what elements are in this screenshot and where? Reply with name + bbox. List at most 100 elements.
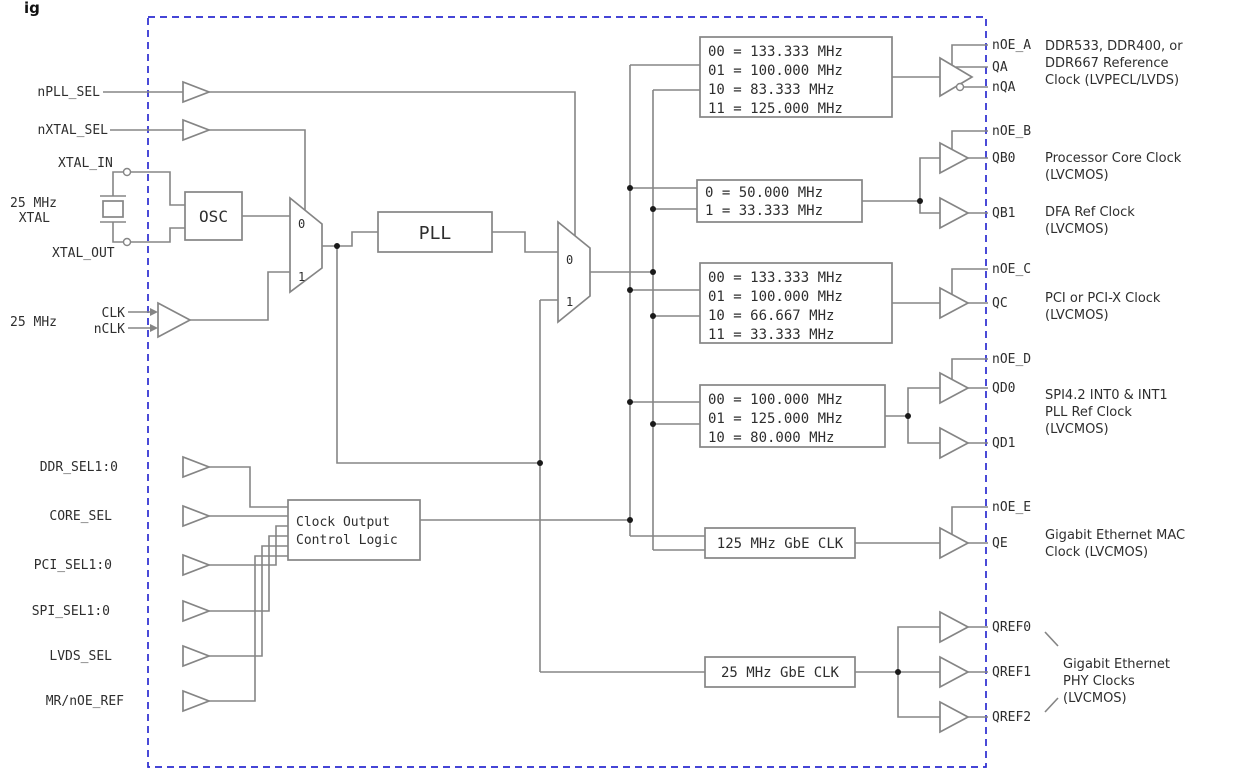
- junction-dots: [334, 185, 923, 675]
- qc-output-buffer-icon: [939, 286, 970, 320]
- output-port-labels: nOE_A QA nQA nOE_B QB0 QB1 nOE_C QC nOE_…: [992, 38, 1031, 725]
- ddr-clock-description: Clock (LVPECL/LVDS): [1045, 73, 1179, 88]
- wiring: [100, 44, 1059, 718]
- core-sel-buffer-icon: [182, 504, 212, 528]
- qb1-output-buffer-icon: [939, 196, 970, 230]
- pci-sel-label: PCI_SEL1:0: [34, 558, 112, 573]
- gbe-phy-clock-label: 25 MHz GbE CLK: [721, 665, 840, 681]
- gbe-phy-description: (LVCMOS): [1063, 691, 1127, 706]
- noe-c-label: nOE_C: [992, 262, 1031, 277]
- qb0-output-buffer-icon: [939, 141, 970, 175]
- lvds-sel-buffer-icon: [182, 644, 212, 668]
- input-labels: nPLL_SEL nXTAL_SEL XTAL_IN XTAL_OUT 25 M…: [10, 85, 125, 709]
- freq-box-a: 00 = 133.333 MHz 01 = 100.000 MHz 10 = 8…: [699, 36, 893, 118]
- xtal-out-label: XTAL_OUT: [52, 246, 115, 261]
- freq-option: 10 = 80.000 MHz: [708, 430, 834, 446]
- freq-option: 1 = 33.333 MHz: [705, 203, 823, 219]
- freq-option: 00 = 100.000 MHz: [708, 392, 843, 408]
- spi-clock-description: SPI4.2 INT0 & INT1: [1045, 388, 1168, 403]
- pll-label: PLL: [419, 223, 452, 244]
- noe-b-label: nOE_B: [992, 124, 1031, 139]
- qref2-output-buffer-icon: [939, 700, 970, 734]
- clock-descriptions: DDR533, DDR400, or DDR667 Reference Cloc…: [1045, 39, 1185, 706]
- freq-option: 01 = 125.000 MHz: [708, 411, 843, 427]
- mr-noe-ref-buffer-icon: [182, 689, 212, 713]
- qd1-output-buffer-icon: [939, 426, 970, 460]
- control-logic-label-line1: Clock Output: [296, 515, 390, 530]
- pll-bypass-mux: [557, 220, 591, 324]
- reference-mux-input0-label: 0: [298, 217, 305, 231]
- lvds-sel-label: LVDS_SEL: [49, 649, 112, 664]
- xtal-in-pad: [122, 167, 132, 177]
- noe-e-label: nOE_E: [992, 500, 1031, 515]
- qb1-label: QB1: [992, 206, 1015, 221]
- clk-arrowhead: [150, 308, 158, 316]
- qa-label: QA: [992, 60, 1008, 75]
- npll-sel-buffer-icon: [182, 80, 212, 104]
- qe-output-buffer-icon: [939, 526, 970, 560]
- reference-mux-input1-label: 1: [298, 270, 305, 284]
- qref1-label: QREF1: [992, 665, 1031, 680]
- ddr-sel-buffer-icon: [182, 455, 212, 479]
- nclk-label: nCLK: [94, 322, 125, 337]
- gbe-phy-description: PHY Clocks: [1063, 674, 1135, 689]
- clk-input-buffer-icon: [157, 301, 192, 339]
- freq-box-d: 00 = 100.000 MHz 01 = 125.000 MHz 10 = 8…: [699, 384, 886, 448]
- qc-label: QC: [992, 296, 1008, 311]
- qe-label: QE: [992, 536, 1008, 551]
- spi-sel-buffer-icon: [182, 599, 212, 623]
- ddr-clock-description: DDR667 Reference: [1045, 56, 1168, 71]
- dfa-clock-description: (LVCMOS): [1045, 222, 1109, 237]
- nxtal-sel-label: nXTAL_SEL: [38, 123, 109, 138]
- freq-box-c: 00 = 133.333 MHz 01 = 100.000 MHz 10 = 6…: [699, 262, 893, 344]
- clk-label: CLK: [102, 306, 126, 321]
- gbe-mac-clock-label: 125 MHz GbE CLK: [717, 536, 844, 552]
- chip-boundary: [147, 16, 987, 768]
- xtal-in-label: XTAL_IN: [58, 156, 113, 171]
- reference-mux: [289, 196, 323, 294]
- qref0-label: QREF0: [992, 620, 1031, 635]
- freq-option: 10 = 66.667 MHz: [708, 308, 834, 324]
- nqa-inversion-bubble: [955, 82, 965, 92]
- core-clock-description: Processor Core Clock: [1045, 151, 1182, 166]
- pci-clock-description: (LVCMOS): [1045, 308, 1109, 323]
- freq-box-b: 0 = 50.000 MHz 1 = 33.333 MHz: [696, 179, 863, 223]
- freq-option: 0 = 50.000 MHz: [705, 185, 823, 201]
- qd0-label: QD0: [992, 381, 1015, 396]
- osc-block: [184, 191, 243, 241]
- input-buffers: [157, 80, 212, 713]
- qref2-label: QREF2: [992, 710, 1031, 725]
- input-wires: [103, 64, 705, 702]
- noe-d-label: nOE_D: [992, 352, 1031, 367]
- pci-clock-description: PCI or PCI-X Clock: [1045, 291, 1161, 306]
- nclk-arrowhead: [150, 324, 158, 332]
- qb0-label: QB0: [992, 151, 1015, 166]
- freq-option: 00 = 133.333 MHz: [708, 44, 843, 60]
- spi-clock-description: (LVCMOS): [1045, 422, 1109, 437]
- freq-option: 11 = 125.000 MHz: [708, 101, 843, 117]
- xtal-freq-label: 25 MHz: [10, 196, 57, 211]
- pci-sel-buffer-icon: [182, 553, 212, 577]
- mr-noe-ref-label: MR/nOE_REF: [46, 694, 124, 709]
- spi-clock-description: PLL Ref Clock: [1045, 405, 1132, 420]
- clk-freq-label: 25 MHz: [10, 315, 57, 330]
- pll-bypass-mux-input1-label: 1: [566, 295, 573, 309]
- qd0-output-buffer-icon: [939, 371, 970, 405]
- xtal-label: XTAL: [19, 211, 50, 226]
- clock-output-control-logic-block: [287, 499, 421, 561]
- noe-a-label: nOE_A: [992, 38, 1031, 53]
- core-clock-description: (LVCMOS): [1045, 168, 1109, 183]
- qref1-output-buffer-icon: [939, 655, 970, 689]
- output-buffers: [939, 56, 974, 734]
- ddr-clock-description: DDR533, DDR400, or: [1045, 39, 1183, 54]
- freq-option: 01 = 100.000 MHz: [708, 63, 843, 79]
- qa-output-buffer-icon: [939, 56, 974, 98]
- output-wires: [855, 44, 988, 718]
- nxtal-sel-buffer-icon: [182, 118, 212, 142]
- qref0-output-buffer-icon: [939, 610, 970, 644]
- ddr-sel-label: DDR_SEL1:0: [40, 460, 118, 475]
- spi-sel-label: SPI_SEL1:0: [32, 604, 110, 619]
- osc-label: OSC: [199, 207, 228, 226]
